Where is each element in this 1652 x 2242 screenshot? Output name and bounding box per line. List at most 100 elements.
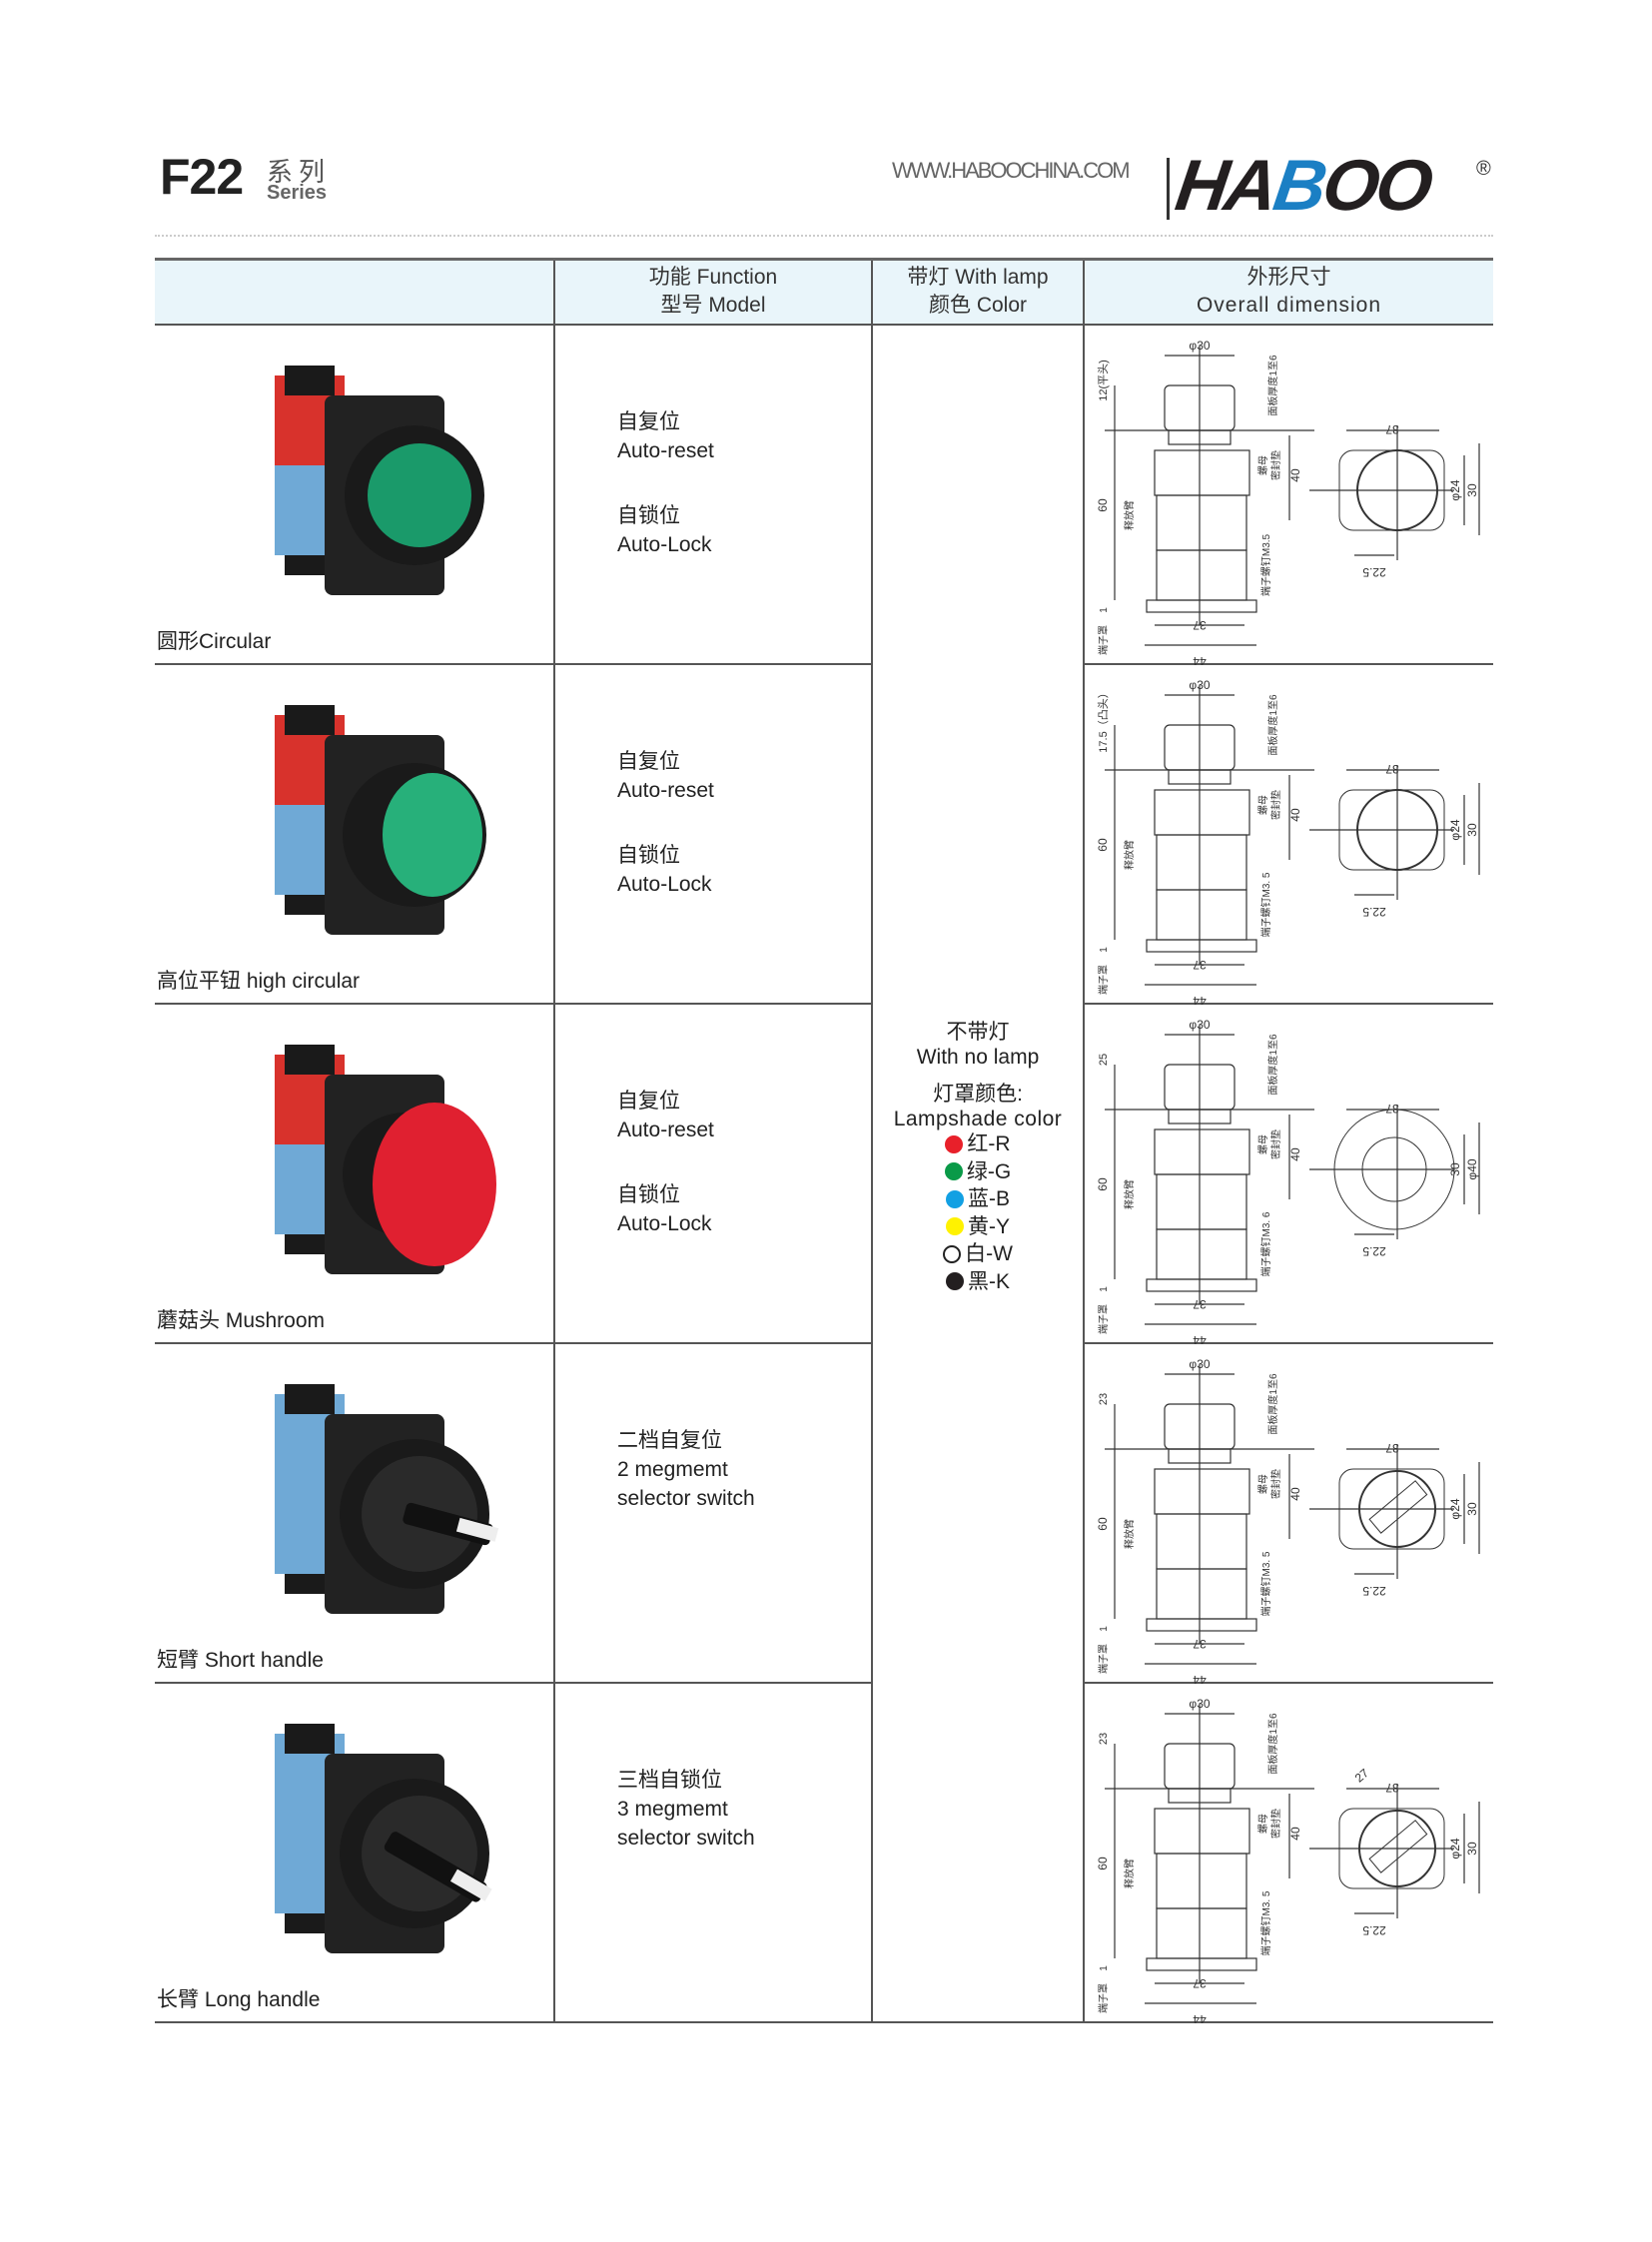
dimension-label: 面板厚度1至6 [1266,1034,1279,1096]
dimension-label: φ30 [1189,339,1210,353]
dimension-label: 22.5 [1362,905,1386,919]
dimension-label: 面板厚度1至6 [1266,1373,1279,1435]
registered-mark: ® [1476,158,1491,180]
series-cn-label: 系列 [267,157,332,187]
color-dot-icon [943,1244,962,1263]
logo-divider [1167,158,1170,220]
dimension-label: 44 [1193,654,1207,665]
dimension-label: 30 [1448,1162,1462,1176]
color-dot-icon [946,1189,964,1208]
lamp-color-item: 蓝-B [873,1186,1083,1214]
lamp-color-label: 黑-K [968,1269,1010,1293]
lamp-text: 不带灯 [946,1021,1010,1044]
dimension-label: 1 [1099,606,1110,612]
dimension-label: 30 [1465,483,1479,497]
dimension-label: 44 [1193,1673,1207,1684]
dimension-label: 27 [1352,1766,1371,1786]
dimension-label: 37 [1385,1781,1399,1795]
lamp-color-item: 黑-K [873,1269,1083,1297]
product-type-label: 长臂 Long handle [157,1987,321,2011]
product-type-label: 圆形Circular [157,629,272,653]
website-link[interactable]: WWW.HABOOCHINA.COM [892,158,1131,183]
product-type-label: 高位平钮 high circular [157,969,361,993]
function-text: 自复位 [617,409,680,433]
dimension-label: 60 [1096,1857,1110,1870]
dimension-label: 30 [1465,1502,1479,1516]
dimension-label: 1 [1099,946,1110,952]
function-text: 自复位 [617,749,680,773]
series-en-label: Series [267,182,328,204]
dimension-label: φ30 [1189,1018,1210,1032]
dimension-label: 释放臂 [1123,840,1136,870]
dimension-label: 面板厚度1至6 [1266,1713,1279,1775]
function-text: 自复位 [617,1089,680,1113]
lamp-color-label: 蓝-B [968,1187,1010,1210]
dimension-label: 端子螺钉M3. 5 [1259,872,1272,937]
dimension-label: 23 [1098,1732,1110,1744]
dimension-label: 37 [1193,1637,1207,1651]
dimension-label: 螺母 [1257,1814,1269,1834]
header-text: 颜色 Color [928,294,1028,318]
lamp-text: Lampshade color [893,1108,1063,1130]
dimension-drawing: φ30236040面板厚度1至6 螺母密封垫端子螺钉M3. 5释放臂 端子罩13… [1096,1357,1480,1684]
dimension-drawing: φ3012(平头)6040面板厚度1至6 螺母密封垫端子螺钉M3.5释放臂 端子… [1096,339,1480,665]
color-dot-icon [944,1162,963,1180]
function-text: 自锁位 [617,1182,680,1206]
dimension-label: φ40 [1465,1158,1479,1179]
dimension-label: 30 [1465,1842,1479,1856]
dimension-label: 22.5 [1362,1244,1386,1258]
dimension-label: 40 [1288,1827,1302,1841]
header-text: 功能 Function [648,266,778,290]
function-text: 二档自复位 [617,1428,722,1452]
dimension-label: 22.5 [1362,1923,1386,1937]
product-photo [215,685,514,970]
dimension-label: 螺母 [1257,455,1269,475]
dimension-label: 30 [1465,823,1479,837]
dimension-label: 37 [1385,1102,1399,1116]
function-text: 自锁位 [617,503,680,527]
dimension-label: 释放臂 [1123,1519,1136,1549]
dimension-label: 37 [1193,618,1207,632]
product-photo [215,1364,514,1649]
dimension-label: 44 [1193,1333,1207,1344]
dimension-label: 螺母 [1257,1134,1269,1154]
dimension-label: 12(平头) [1097,360,1110,401]
dimension-label: 37 [1385,762,1399,776]
product-type-label: 短臂 Short handle [157,1648,324,1672]
lamp-color-label: 白-W [965,1242,1013,1265]
series-title: F22 [160,149,244,205]
lamp-color-item: 白-W [873,1241,1083,1269]
product-image-cell: 长臂 Long handle [155,1682,555,2023]
function-text: 三档自锁位 [617,1768,722,1792]
function-text: Auto-Lock [617,532,712,556]
dimension-drawing: φ30256040面板厚度1至6 螺母密封垫端子螺钉M3. 6释放臂 端子罩13… [1096,1018,1480,1344]
table-row: 蘑菇头 Mushroom 自复位 Auto-reset 自锁位 Auto-Loc… [155,1003,1493,1344]
dimension-label: 44 [1193,994,1207,1005]
dimension-label: 40 [1288,1147,1302,1161]
dimension-label: 释放臂 [1123,1859,1136,1888]
dimension-label: 螺母 [1257,795,1269,815]
dimension-label: 37 [1385,422,1399,436]
dotted-divider [155,235,1493,237]
dimension-label: 密封垫 [1269,1809,1282,1839]
haboo-logo: HABOO [1171,145,1435,227]
table-row: 圆形Circular 自复位 Auto-reset 自锁位 Auto-Lock … [155,324,1493,2023]
dimension-label: 释放臂 [1123,500,1136,530]
dimension-label: 44 [1193,2012,1207,2023]
dimension-label: 端子罩 [1097,625,1110,655]
table-row: 高位平钮 high circular 自复位 Auto-reset 自锁位 Au… [155,663,1493,1005]
product-photo [215,346,514,630]
dimension-label: φ30 [1189,1357,1210,1371]
product-photo [215,1025,514,1309]
function-text: Auto-reset [617,1118,714,1141]
dimension-label: 1 [1099,1625,1110,1631]
table-row: 短臂 Short handle 二档自复位 2 megmemt selector… [155,1342,1493,1684]
dimension-label: 22.5 [1362,1584,1386,1598]
